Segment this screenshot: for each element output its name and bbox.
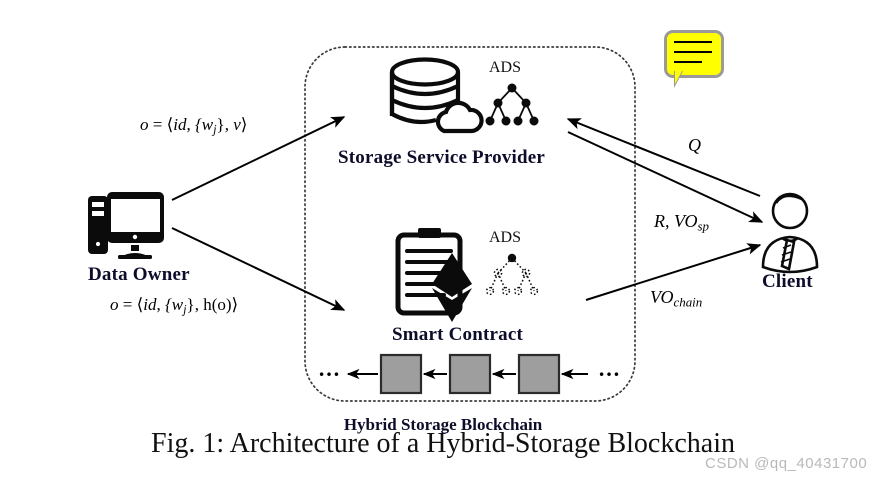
label-ads-ssp: ADS [489,59,522,76]
database-cloud-icon [389,57,461,125]
arrow-ssp-response-to-client [567,131,764,223]
formula-o2-tail: h(o) [203,295,232,314]
formula-o2-setclose: } [186,295,195,314]
label-chain-response-main: VO [650,287,674,307]
arrow-client-query-to-ssp [566,118,761,197]
block [379,353,423,395]
label-ads-smart-contract: ADS [489,229,522,246]
formula-o2-id: id [143,295,157,314]
label-client: Client [762,271,813,292]
block [448,353,492,395]
formula-o1-setsub: j [213,122,217,137]
formula-o1-lhs: o [140,115,149,134]
figure-caption: Fig. 1: Architecture of a Hybrid-Storage… [151,428,735,459]
person-user-icon [761,192,819,274]
formula-o1-open: ⟨ [166,115,174,134]
formula-o2-sep1: , [156,295,161,314]
formula-o2-sep2: , [194,295,199,314]
formula-o2-set: {w [164,295,184,314]
arrow-owner-to-smart-contract [171,227,346,311]
ads-tree-dotted [485,257,539,296]
label-storage-service-provider: Storage Service Provider [338,147,546,168]
formula-o1-eq: = [152,115,163,134]
label-ssp-response: R, VOsp [654,212,709,234]
label-ssp-response-main: R, VO [654,211,698,231]
hybrid-storage-container [304,46,636,402]
label-query: Q [688,135,701,155]
formula-owner-to-ssp: o = ⟨id, {wj}, v⟩ [140,116,247,136]
label-chain-response-sub: chain [673,294,703,310]
speech-bubble-icon [664,30,724,88]
formula-o1-close: ⟩ [240,115,248,134]
chain-right-ellipsis: … [598,356,622,381]
formula-o2-close: ⟩ [231,295,239,314]
arrow-chain-response-to-client [585,243,762,301]
label-ssp-response-sub: sp [697,218,709,234]
chain-left-ellipsis: … [318,356,342,381]
cloud-icon [435,100,484,134]
formula-o2-eq: = [122,295,133,314]
formula-o1-setclose: } [216,115,225,134]
label-data-owner: Data Owner [88,264,190,285]
block [517,353,561,395]
arrow-owner-to-ssp [171,116,346,201]
desktop-computer-icon [88,192,164,259]
ads-tree-dotted-root [507,253,517,263]
formula-owner-to-smart-contract: o = ⟨id, {wj}, h(o)⟩ [110,296,238,316]
formula-o1-tail: v [233,115,241,134]
formula-o2-lhs: o [110,295,119,314]
label-chain-response: VOchain [650,288,702,310]
ads-tree-solid [485,83,539,126]
blockchain-blocks [346,353,588,395]
label-hybrid-storage-blockchain: Hybrid Storage Blockchain [343,415,543,434]
formula-o1-sep1: , [186,115,191,134]
formula-o1-set: {w [194,115,214,134]
label-smart-contract: Smart Contract [392,324,524,345]
formula-o2-setsub: j [183,302,187,317]
formula-o2-open: ⟨ [136,295,144,314]
clipboard-ethereum-icon [395,228,472,322]
formula-o1-sep2: , [224,115,229,134]
watermark: CSDN @qq_40431700 [705,455,868,472]
formula-o1-id: id [173,115,187,134]
